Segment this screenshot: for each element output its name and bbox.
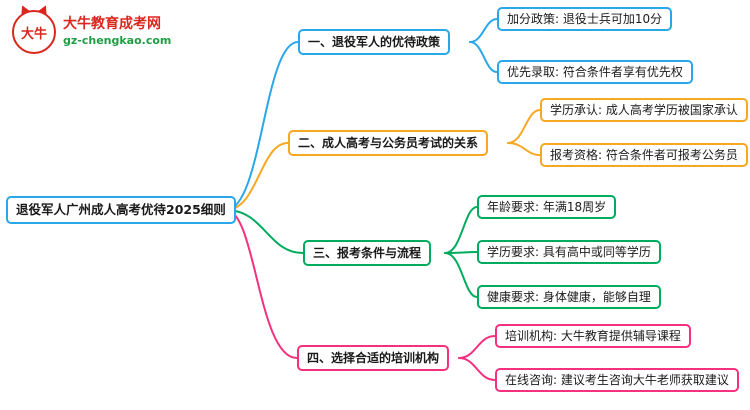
leaf-node-3-1: 年龄要求: 年满18周岁 <box>477 195 617 219</box>
connector-b1-leaf1 <box>469 18 498 43</box>
leaf-node-2-1: 学历承认: 成人高考学历被国家承认 <box>540 98 748 122</box>
leaf-node-1-1: 加分政策: 退役士兵可加10分 <box>497 7 673 31</box>
branch-node-1: 一、退役军人的优待政策 <box>298 29 451 55</box>
site-url: gz-chengkao.com <box>63 33 172 47</box>
connector-b3-leaf1 <box>444 206 478 254</box>
connector-b2-leaf1 <box>507 109 541 144</box>
connector-b4-leaf1 <box>458 335 496 359</box>
site-logo: 大牛 大牛教育成考网 gz-chengkao.com <box>12 10 171 54</box>
leaf-node-4-1: 培训机构: 大牛教育提供辅导课程 <box>495 324 691 348</box>
connector-b3-leaf2 <box>444 251 478 254</box>
leaf-node-1-2: 优先录取: 符合条件者享有优先权 <box>497 60 693 84</box>
bull-logo-icon: 大牛 <box>12 10 56 54</box>
branch-node-4: 四、选择合适的培训机构 <box>297 345 450 371</box>
connector-b3-leaf3 <box>444 252 478 298</box>
connector-b4-leaf2 <box>458 357 496 381</box>
connector-root-branch3 <box>225 209 304 254</box>
leaf-node-3-2: 学历要求: 具有高中或同等学历 <box>477 240 661 264</box>
branch-node-2: 二、成人高考与公务员考试的关系 <box>288 130 489 156</box>
connector-root-branch1 <box>225 41 299 211</box>
connector-b1-leaf2 <box>469 41 498 73</box>
leaf-node-3-3: 健康要求: 身体健康，能够自理 <box>477 285 661 309</box>
connector-root-branch4 <box>225 209 298 359</box>
logo-brand-chars: 大牛 <box>20 26 47 42</box>
branch-node-3: 三、报考条件与流程 <box>303 240 432 266</box>
site-name: 大牛教育成考网 <box>63 16 161 33</box>
leaf-node-4-2: 在线咨询: 建议考生咨询大牛老师获取建议 <box>495 368 739 392</box>
root-node: 退役军人广州成人高考优待2025细则 <box>6 196 236 224</box>
connector-b2-leaf2 <box>507 142 541 156</box>
leaf-node-2-2: 报考资格: 符合条件者可报考公务员 <box>540 143 748 167</box>
